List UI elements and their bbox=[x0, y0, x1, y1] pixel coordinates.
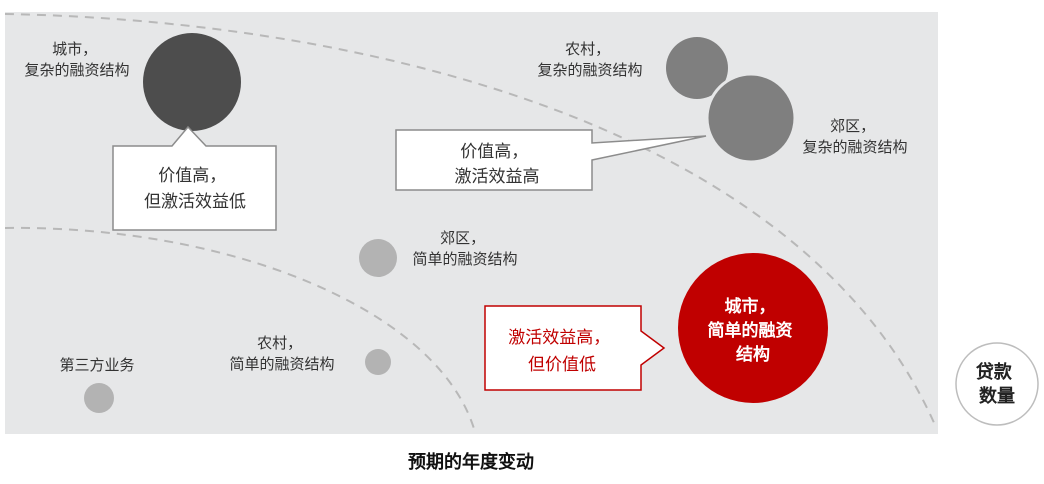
label-third-party: 第三方业务 bbox=[59, 356, 134, 374]
bubble-city-simple bbox=[678, 253, 828, 403]
label-rural-complex: 农村， 复杂的融资结构 bbox=[537, 40, 642, 79]
callout-right-text: 价值高， 激活效益高 bbox=[455, 142, 540, 187]
bubble-rural-simple bbox=[365, 349, 391, 375]
bubble-suburb-complex bbox=[705, 72, 797, 164]
callout-red bbox=[484, 305, 666, 391]
callout-left bbox=[112, 125, 277, 231]
bubble-suburb-simple bbox=[359, 239, 397, 277]
callout-red-text: 激活效益高， 但价值低 bbox=[508, 328, 615, 375]
axis-loan-volume-badge bbox=[955, 342, 1039, 426]
label-rural-simple: 农村， 简单的融资结构 bbox=[229, 334, 334, 373]
label-suburb-complex: 郊区， 复杂的融资结构 bbox=[802, 117, 907, 156]
label-city-simple: 城市， 简单的融资 结构 bbox=[708, 296, 799, 365]
label-suburb-simple: 郊区， 简单的融资结构 bbox=[412, 229, 517, 268]
bubble-rural-complex bbox=[666, 37, 728, 99]
axis-annual-change-label: 预期的年度变动 bbox=[408, 451, 534, 473]
bubble-city-complex bbox=[143, 33, 241, 131]
axis-loan-volume-label: 贷款 数量 bbox=[976, 361, 1018, 407]
label-city-complex: 城市， 复杂的融资结构 bbox=[24, 40, 129, 79]
callout-left-text: 价值高， 但激活效益低 bbox=[144, 166, 246, 212]
callout-right bbox=[395, 129, 707, 191]
inner-dashed-arc bbox=[4, 226, 476, 433]
bubble-third-party bbox=[84, 383, 114, 413]
